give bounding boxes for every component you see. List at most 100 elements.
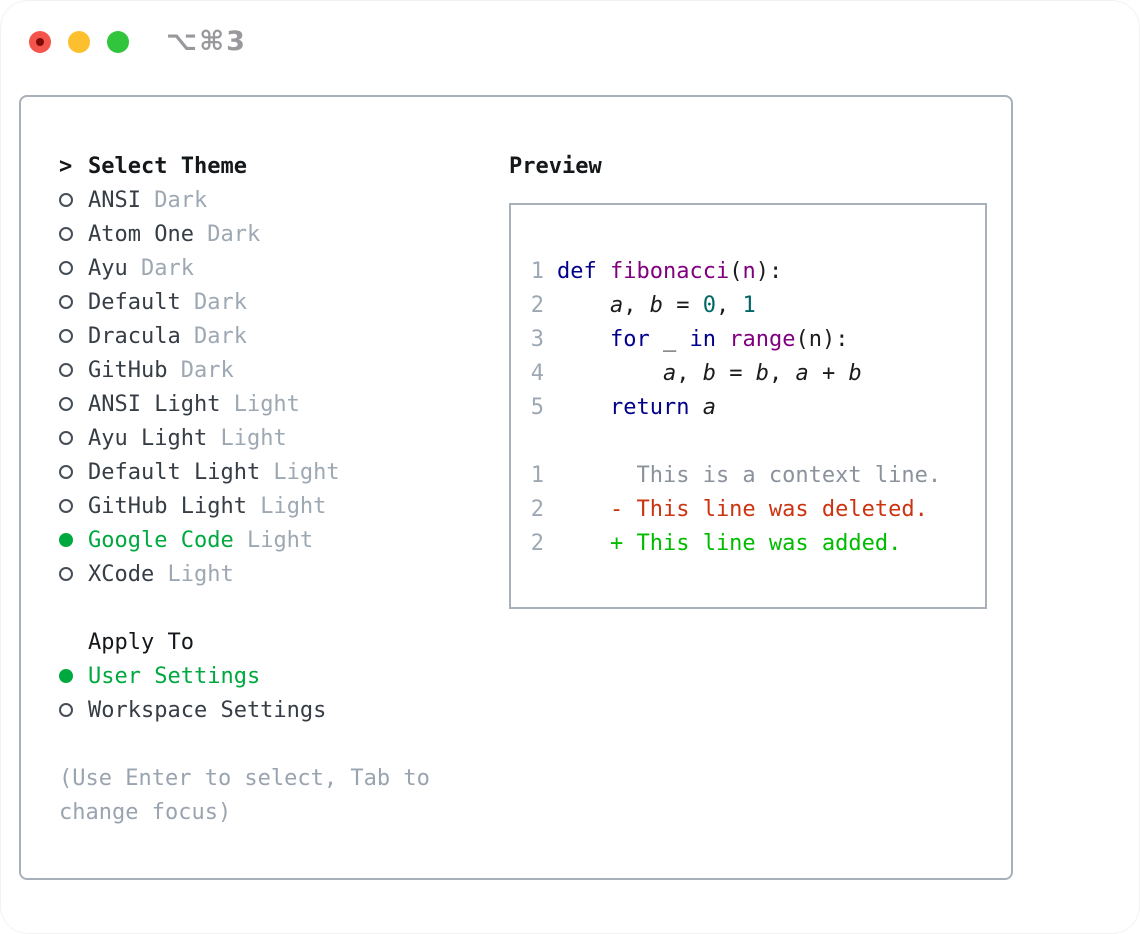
option-variant-label: Dark (180, 290, 247, 315)
radio-dot-filled (59, 533, 73, 547)
option-label: User Settings (88, 664, 261, 689)
titlebar: ⌥⌘3 (29, 26, 247, 57)
option-label: ANSI (88, 188, 141, 213)
code-token (689, 395, 702, 420)
code-token: = (715, 361, 756, 386)
option-label: Google Code (88, 528, 234, 553)
code-token: b (649, 293, 663, 318)
option-variant-label: Dark (193, 222, 261, 247)
minimize-button[interactable] (68, 30, 90, 53)
code-token: - This line was deleted. (557, 497, 928, 522)
theme-option[interactable]: ANSI Light Light (59, 388, 430, 422)
radio-dot (59, 397, 73, 411)
radio-dot (59, 329, 73, 343)
theme-option[interactable]: ANSI Dark (59, 184, 430, 218)
option-variant-label: Light (260, 460, 340, 485)
radio-dot (59, 499, 73, 513)
theme-option[interactable]: Atom One Dark (59, 218, 430, 252)
code-token: (n): (795, 327, 849, 352)
radio-selected-icon (59, 660, 88, 694)
select-theme-header: > Select Theme (59, 150, 430, 184)
code-token: , (623, 293, 650, 318)
option-label: Dracula (88, 324, 181, 349)
theme-option[interactable]: GitHub Dark (59, 354, 430, 388)
line-number (530, 425, 544, 459)
code-content: return a (557, 391, 716, 425)
option-label: Default Light (88, 460, 261, 485)
radio-icon (59, 354, 88, 388)
code-token: 1 (742, 293, 756, 318)
line-number: 2 (530, 497, 544, 522)
theme-option[interactable]: XCode Light (59, 558, 430, 592)
option-variant-label: Dark (127, 256, 194, 281)
code-content: def fibonacci(n): (557, 255, 782, 289)
radio-icon (59, 252, 88, 286)
zoom-button[interactable] (107, 30, 129, 53)
option-variant-label: Light (233, 528, 314, 553)
theme-option[interactable]: Ayu Light Light (59, 422, 430, 456)
theme-option[interactable]: Google Code Light (59, 524, 430, 558)
code-token: range (729, 327, 796, 352)
code-token (716, 327, 729, 352)
code-token: return (609, 395, 690, 420)
code-token (597, 259, 610, 284)
radio-icon (59, 218, 88, 252)
option-variant-label: Light (246, 494, 327, 519)
code-line: 2 - This line was deleted. (530, 493, 985, 527)
section-gap (59, 728, 430, 762)
option-label: Workspace Settings (88, 698, 327, 723)
close-button[interactable] (29, 30, 51, 53)
apply-to-option[interactable]: Workspace Settings (59, 694, 430, 728)
option-variant-label: Light (207, 426, 287, 451)
radio-icon (59, 320, 88, 354)
help-text-line: change focus) (59, 800, 232, 825)
theme-option[interactable]: Dracula Dark (59, 320, 430, 354)
code-token: = (662, 293, 703, 318)
radio-dot (59, 193, 73, 207)
radio-icon (59, 184, 88, 218)
code-token: n (742, 259, 756, 284)
radio-icon (59, 490, 88, 524)
radio-dot (59, 703, 73, 717)
option-label: XCode (88, 562, 155, 587)
option-label: Default (88, 290, 181, 315)
line-number: 1 (530, 463, 544, 488)
option-variant-label: Dark (140, 188, 208, 213)
theme-option[interactable]: Ayu Dark (59, 252, 430, 286)
select-theme-title: Select Theme (88, 154, 247, 179)
apply-to-option[interactable]: User Settings (59, 660, 430, 694)
code-content: a, b = 0, 1 (557, 289, 756, 323)
radio-icon (59, 694, 88, 728)
help-text-line: (Use Enter to select, Tab to (59, 766, 430, 791)
code-token: + (808, 361, 849, 386)
radio-icon (59, 286, 88, 320)
radio-dot (59, 261, 73, 275)
code-token (557, 327, 610, 352)
code-token (557, 293, 610, 318)
code-content: + This line was added. (557, 527, 901, 561)
code-content: for _ in range(n): (557, 323, 848, 357)
option-variant-label: Dark (167, 358, 234, 383)
code-token: a (662, 361, 677, 386)
code-token: def (557, 259, 597, 284)
radio-dot (59, 363, 73, 377)
radio-dot (59, 567, 73, 581)
theme-option[interactable]: Default Light Light (59, 456, 430, 490)
code-token: This is a context line. (557, 463, 942, 488)
code-token: b (702, 361, 716, 386)
code-token: a (609, 293, 624, 318)
theme-option[interactable]: GitHub Light Light (59, 490, 430, 524)
radio-icon (59, 388, 88, 422)
radio-icon (59, 422, 88, 456)
theme-option[interactable]: Default Dark (59, 286, 430, 320)
option-variant-label: Light (154, 562, 234, 587)
code-token: , (768, 361, 796, 386)
radio-dot (59, 465, 73, 479)
code-token: ( (729, 259, 743, 284)
code-token: , (715, 293, 743, 318)
